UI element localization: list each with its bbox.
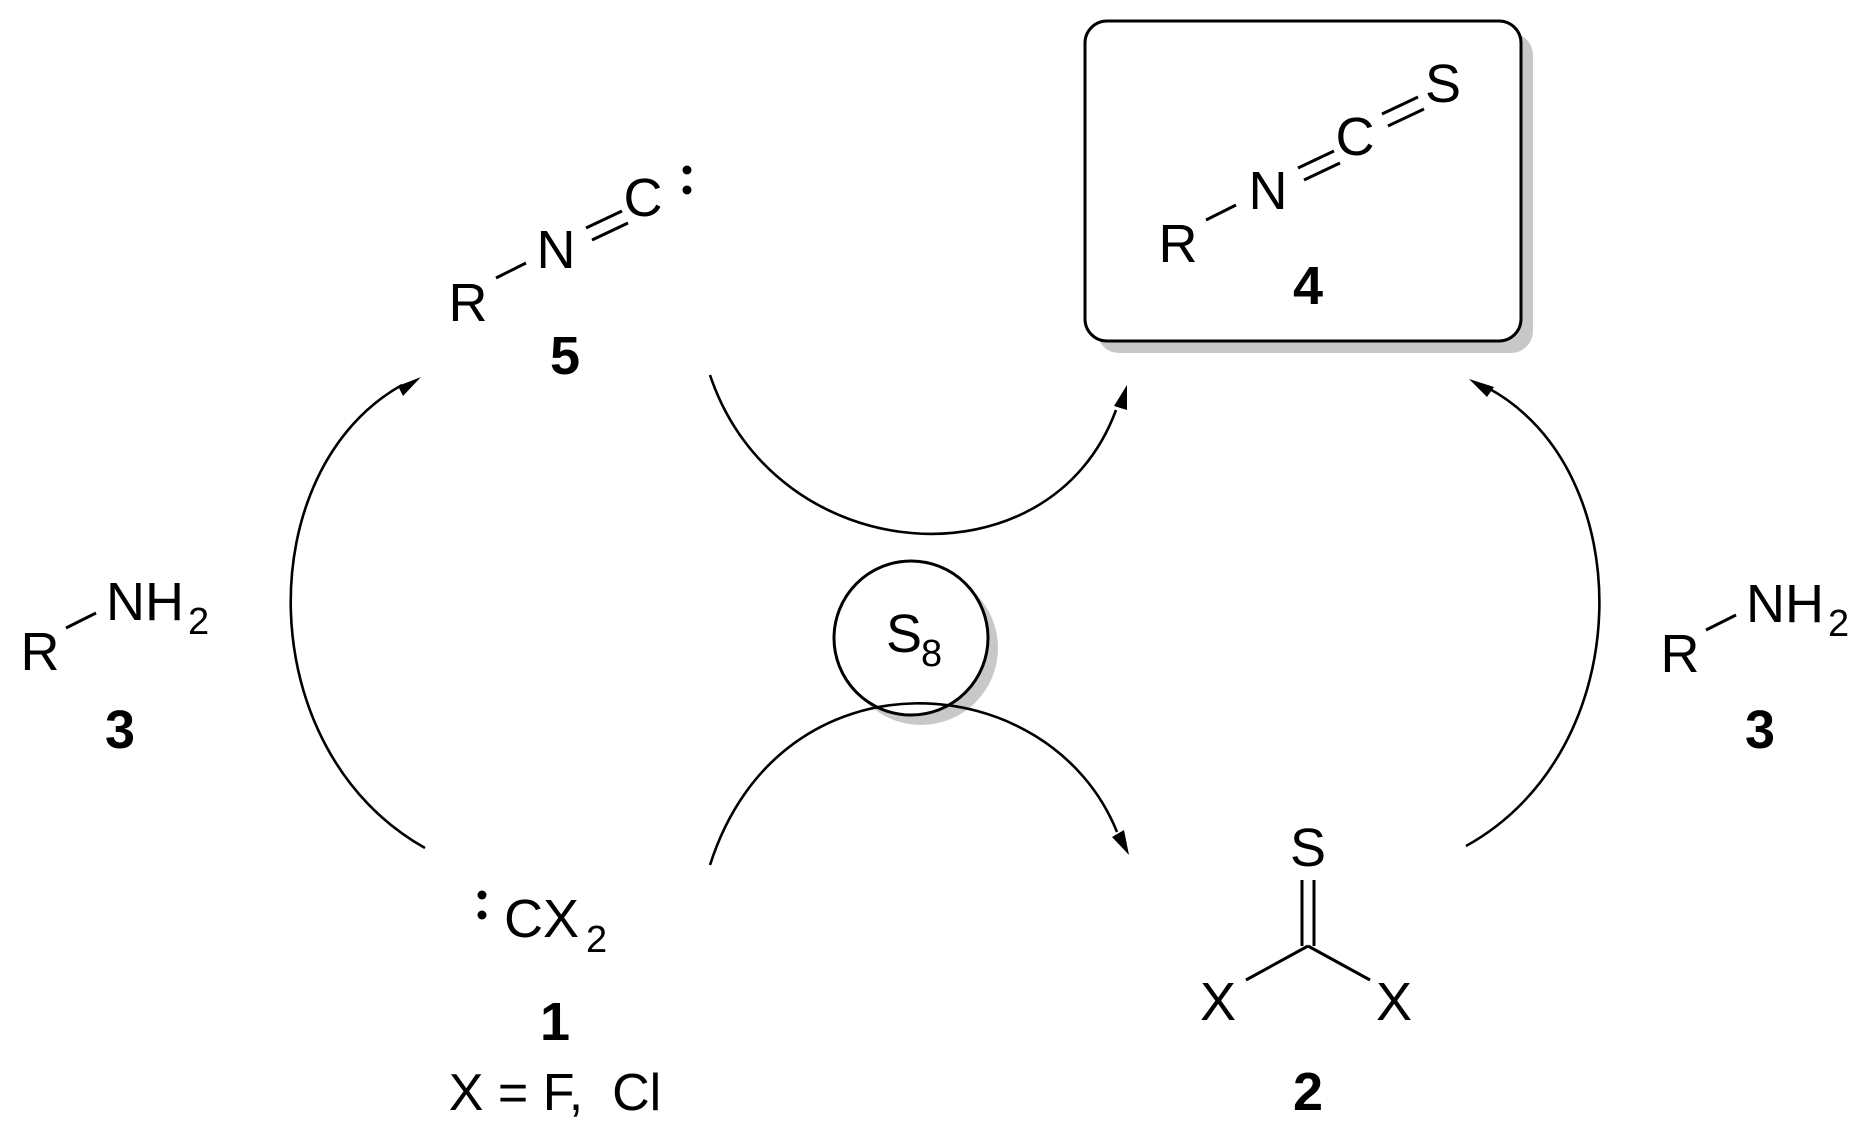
compound-4-c-s-bond-b	[1387, 107, 1425, 128]
compound-3-right-r-atom: R	[1661, 624, 1700, 684]
compound-3-left-nh-subscript: 2	[188, 601, 209, 643]
compound-3-left-nh-atom: NH	[106, 572, 184, 632]
compound-1-lone-pair-dot	[477, 910, 487, 920]
compound-2-c-x-left-bond	[1245, 944, 1309, 982]
compound-5-n-c-bond-a	[585, 209, 623, 230]
compound-5-number: 5	[550, 326, 580, 386]
compound-3-right-nh-atom: NH	[1746, 574, 1824, 634]
sulfur-s8-center: S 8	[832, 559, 998, 725]
compound-3-right-amine: R NH 2 3	[1661, 574, 1850, 760]
compound-5-r-n-bond	[495, 261, 527, 280]
compound-5-lone-pair-dot	[682, 165, 692, 175]
s8-symbol: S	[886, 604, 922, 664]
compound-4-c-atom: C	[1336, 107, 1375, 167]
compound-2-c-x-right-bond	[1307, 944, 1371, 982]
compound-4-n-c-bond-b	[1303, 161, 1341, 182]
compound-1-subscript: 2	[586, 919, 607, 961]
reaction-arrows	[289, 374, 1601, 866]
compound-1-dihalocarbene: CX 2 1 X = F, Cl	[449, 889, 661, 1122]
compound-4-n-atom: N	[1249, 161, 1288, 221]
compound-1-number: 1	[540, 992, 570, 1052]
arrow-carbene-to-isocyanide-head	[398, 377, 421, 396]
compound-1-cx-atoms: CX	[504, 889, 579, 949]
compound-4-number: 4	[1293, 256, 1323, 316]
compound-5-isocyanide: R N C 5	[449, 165, 692, 386]
compound-4-r-n-bond	[1205, 203, 1237, 222]
arrow-isocyanide-to-isothiocyanate-head	[1114, 385, 1127, 410]
compound-4-s-atom: S	[1425, 54, 1461, 114]
arrow-carbene-to-thiocarbonyl	[708, 702, 1119, 866]
arrow-isocyanide-to-isothiocyanate	[708, 374, 1118, 536]
compound-5-c-atom: C	[624, 168, 663, 228]
compound-5-lone-pair-dot	[682, 185, 692, 195]
arrow-carbene-to-isocyanide	[289, 383, 426, 850]
arrow-thiocarbonyl-to-isothiocyanate	[1465, 386, 1601, 848]
arrow-thiocarbonyl-to-isothiocyanate-head	[1469, 379, 1494, 397]
compound-3-left-r-atom: R	[21, 622, 60, 682]
compound-5-r-atom: R	[449, 273, 488, 333]
compound-3-right-nh-subscript: 2	[1828, 603, 1849, 645]
compound-5-n-atom: N	[537, 220, 576, 280]
arrow-carbene-to-thiocarbonyl-head	[1112, 830, 1129, 855]
compound-4-isothiocyanate: R N C S 4	[1159, 54, 1462, 316]
compound-1-lone-pair-dot	[477, 890, 487, 900]
compound-2-s-atom: S	[1290, 818, 1326, 878]
compound-4-c-s-bond-a	[1381, 95, 1419, 116]
compound-1-condition: X = F, Cl	[449, 1064, 661, 1122]
compound-2-x-right-atom: X	[1376, 972, 1412, 1032]
compound-3-left-r-n-bond	[65, 611, 97, 630]
compound-2-x-left-atom: X	[1200, 972, 1236, 1032]
compound-5-n-c-bond-b	[591, 221, 629, 242]
compound-3-right-number: 3	[1745, 700, 1775, 760]
compound-4-n-c-bond-a	[1297, 149, 1335, 170]
compound-3-left-amine: R NH 2 3	[21, 572, 210, 760]
compound-2-number: 2	[1293, 1062, 1323, 1122]
s8-subscript: 8	[921, 633, 942, 675]
s8-circle	[832, 559, 990, 717]
compound-3-right-r-n-bond	[1705, 613, 1737, 632]
compound-3-left-number: 3	[105, 700, 135, 760]
compound-4-r-atom: R	[1159, 214, 1198, 274]
compound-2-thiocarbonyl-halide: S X X 2	[1200, 818, 1412, 1122]
